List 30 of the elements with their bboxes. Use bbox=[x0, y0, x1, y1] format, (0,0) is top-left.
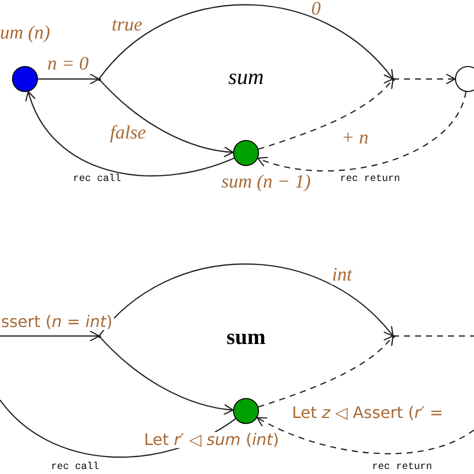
arrow bbox=[98, 4, 394, 80]
region-label: 0 bbox=[311, 0, 321, 18]
junction-point bbox=[392, 334, 394, 338]
region-label: sum bbox=[226, 326, 266, 348]
node-label: sum (n − 1) bbox=[221, 172, 311, 192]
annotation: rec call bbox=[51, 463, 99, 473]
dashed-arrow bbox=[258, 335, 394, 408]
dashed-arrow bbox=[256, 416, 474, 454]
arrow bbox=[98, 263, 394, 337]
arrow bbox=[38, 73, 100, 85]
node-label: um (n) bbox=[0, 24, 50, 42]
region-label: sum bbox=[228, 66, 264, 88]
dashed-arrow bbox=[393, 73, 456, 85]
arrow bbox=[26, 90, 234, 176]
edge-label: ssert (n = int) bbox=[0, 314, 114, 330]
dashed-arrow bbox=[258, 78, 394, 150]
edge-label: Let r′ ◁ sum (int) bbox=[143, 432, 280, 448]
annotation: rec return bbox=[372, 463, 432, 473]
junction-point bbox=[98, 334, 100, 338]
junction-point bbox=[392, 78, 394, 80]
arrow bbox=[98, 336, 234, 415]
arrow bbox=[98, 78, 234, 158]
dashed-arrow bbox=[257, 92, 467, 172]
edge-label: false bbox=[109, 124, 147, 142]
annotation: rec call bbox=[73, 175, 121, 185]
arrow bbox=[0, 330, 100, 342]
edge-label: Let z ◁ Assert (r′ = bbox=[291, 405, 444, 421]
annotation: rec return bbox=[340, 175, 400, 185]
edge-label: int bbox=[330, 266, 354, 284]
junction-point bbox=[98, 78, 100, 80]
